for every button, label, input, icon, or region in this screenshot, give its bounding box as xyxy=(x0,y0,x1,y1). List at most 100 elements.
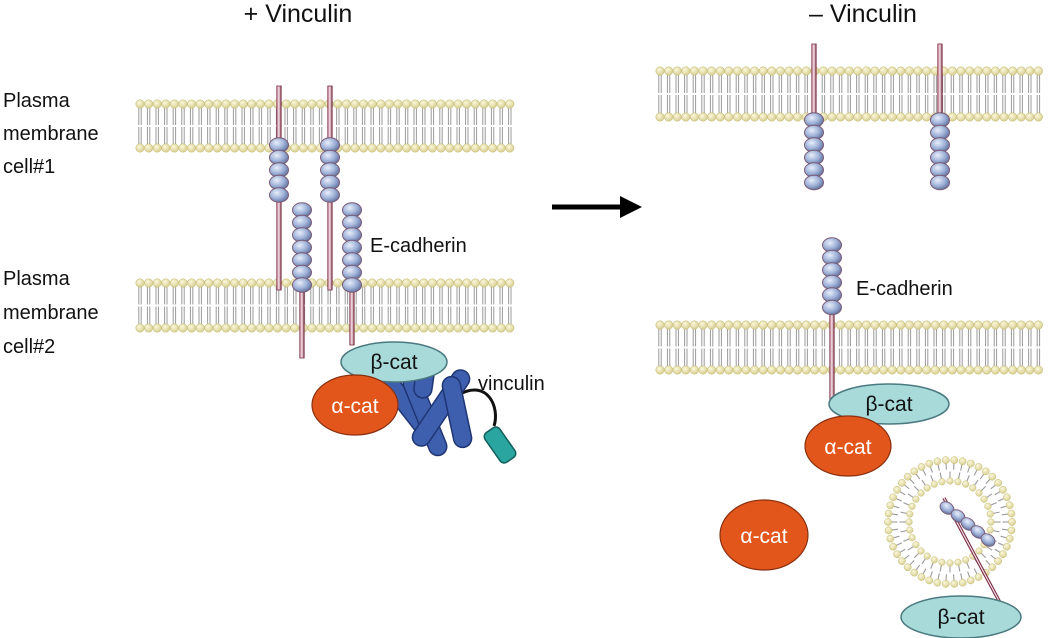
lipid-head xyxy=(655,365,665,375)
lipid-head xyxy=(187,99,197,109)
lipid-head xyxy=(827,112,837,122)
lipid-head xyxy=(505,143,515,153)
lipid-head xyxy=(247,143,257,153)
lipid-head xyxy=(307,99,317,109)
lipid-head xyxy=(273,323,283,333)
lipid-head xyxy=(887,66,897,76)
lipid-head xyxy=(298,143,308,153)
lipid-head xyxy=(376,99,386,109)
lipid-head xyxy=(724,320,734,330)
lipid-head xyxy=(247,278,257,288)
lipid-head xyxy=(898,557,906,565)
lipid-head xyxy=(1008,518,1016,526)
lipid-head xyxy=(169,99,179,109)
lipid-head xyxy=(986,526,994,534)
lipid-head xyxy=(913,66,923,76)
lipid-head xyxy=(195,323,205,333)
lipid-head xyxy=(1033,320,1043,330)
lipid-head xyxy=(758,365,768,375)
lipid-head xyxy=(316,99,326,109)
lipid-head xyxy=(436,143,446,153)
lipid-head xyxy=(169,278,179,288)
lipid-head xyxy=(681,320,691,330)
lipid-head xyxy=(990,320,1000,330)
lipid-head xyxy=(884,518,892,526)
lipid-head xyxy=(810,320,820,330)
lipid-head xyxy=(732,66,742,76)
lipid-head xyxy=(988,563,997,572)
ecadherin-vesicle xyxy=(939,497,1007,613)
lipid-head xyxy=(836,112,846,122)
lipid-head xyxy=(689,365,699,375)
lipid-head xyxy=(367,278,377,288)
lipid-head xyxy=(221,323,231,333)
cadherin-bead xyxy=(292,277,312,293)
lipid-head xyxy=(930,480,938,488)
lipid-head xyxy=(384,323,394,333)
lipid-head xyxy=(689,112,699,122)
lipid-head xyxy=(453,99,463,109)
lipid-head xyxy=(664,365,674,375)
lipid-head xyxy=(896,365,906,375)
lipid-head xyxy=(144,323,154,333)
lipid-head xyxy=(965,320,975,330)
lipid-head xyxy=(195,278,205,288)
lipid-head xyxy=(698,365,708,375)
lipid-head xyxy=(479,143,489,153)
lipid-head xyxy=(750,320,760,330)
lipid-head xyxy=(672,112,682,122)
lipid-head xyxy=(238,143,248,153)
membrane2-label-line3: cell#2 xyxy=(3,336,55,358)
lipid-head xyxy=(204,278,214,288)
lipid-head xyxy=(982,320,992,330)
lipid-head xyxy=(488,143,498,153)
lipid-head xyxy=(264,323,274,333)
lipid-head xyxy=(488,278,498,288)
lipid-head xyxy=(1025,112,1035,122)
lipid-head xyxy=(664,320,674,330)
ecadherin-label-right: E-cadherin xyxy=(856,278,953,300)
lipid-head xyxy=(887,365,897,375)
lipid-head xyxy=(947,365,957,375)
lipid-head xyxy=(861,320,871,330)
lipid-head xyxy=(169,323,179,333)
lipid-head xyxy=(445,323,455,333)
lipid-head xyxy=(913,112,923,122)
lipid-head xyxy=(316,278,326,288)
lipid-head xyxy=(889,542,897,551)
lipid-head xyxy=(204,143,214,153)
lipid-head xyxy=(741,66,751,76)
lipid-head xyxy=(393,143,403,153)
lipid-head xyxy=(152,143,162,153)
lipid-head xyxy=(453,323,463,333)
lipid-head xyxy=(707,365,717,375)
lipid-head xyxy=(941,456,950,464)
lipid-head xyxy=(350,99,360,109)
lipid-head xyxy=(479,323,489,333)
lipid-head xyxy=(1003,542,1011,551)
lipid-head xyxy=(689,320,699,330)
lipid-head xyxy=(307,143,317,153)
lipid-head xyxy=(496,99,506,109)
lipid-head xyxy=(903,563,912,572)
lipid-head xyxy=(470,278,480,288)
lipid-head xyxy=(359,143,369,153)
lipid-head xyxy=(178,143,188,153)
lipid-head xyxy=(255,143,265,153)
lipid-head xyxy=(930,365,940,375)
lipid-head xyxy=(436,278,446,288)
lipid-head xyxy=(836,365,846,375)
lipid-head xyxy=(479,278,489,288)
lipid-head xyxy=(410,143,420,153)
lipid-head xyxy=(144,99,154,109)
lipid-head xyxy=(956,112,966,122)
lipid-head xyxy=(954,558,962,566)
cadherin-bead xyxy=(980,533,996,547)
lipid-head xyxy=(999,485,1007,494)
beta-catenin-right-bound xyxy=(828,383,950,425)
alpha-catenin-right-bound xyxy=(804,415,892,477)
lipid-head xyxy=(161,143,171,153)
membrane2-label-line2: membrane xyxy=(3,302,99,324)
lipid-head xyxy=(861,365,871,375)
lipid-head xyxy=(922,66,932,76)
